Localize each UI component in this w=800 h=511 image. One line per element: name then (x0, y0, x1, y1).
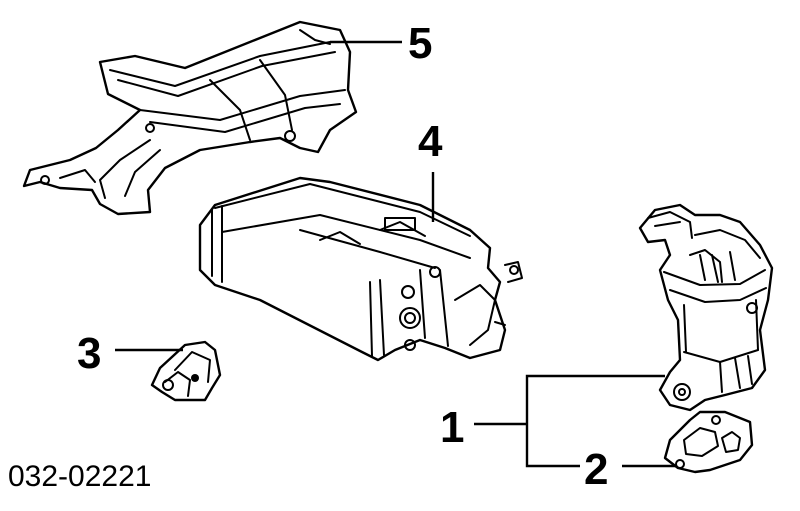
part-5-bracket (22, 20, 358, 216)
callout-4: 4 (418, 117, 443, 166)
callout-2: 2 (584, 445, 608, 494)
part-4-canister (198, 176, 523, 362)
part-3-clip (150, 340, 222, 402)
leader-lines (115, 40, 676, 468)
callout-1: 1 (440, 403, 464, 452)
part-2-gasket (663, 410, 754, 474)
part-1-egr-valve (638, 203, 774, 412)
callout-5: 5 (408, 19, 432, 68)
callout-3: 3 (77, 329, 101, 378)
leader-1-bracket (525, 374, 665, 468)
diagram-code: 032-02221 (8, 460, 151, 493)
